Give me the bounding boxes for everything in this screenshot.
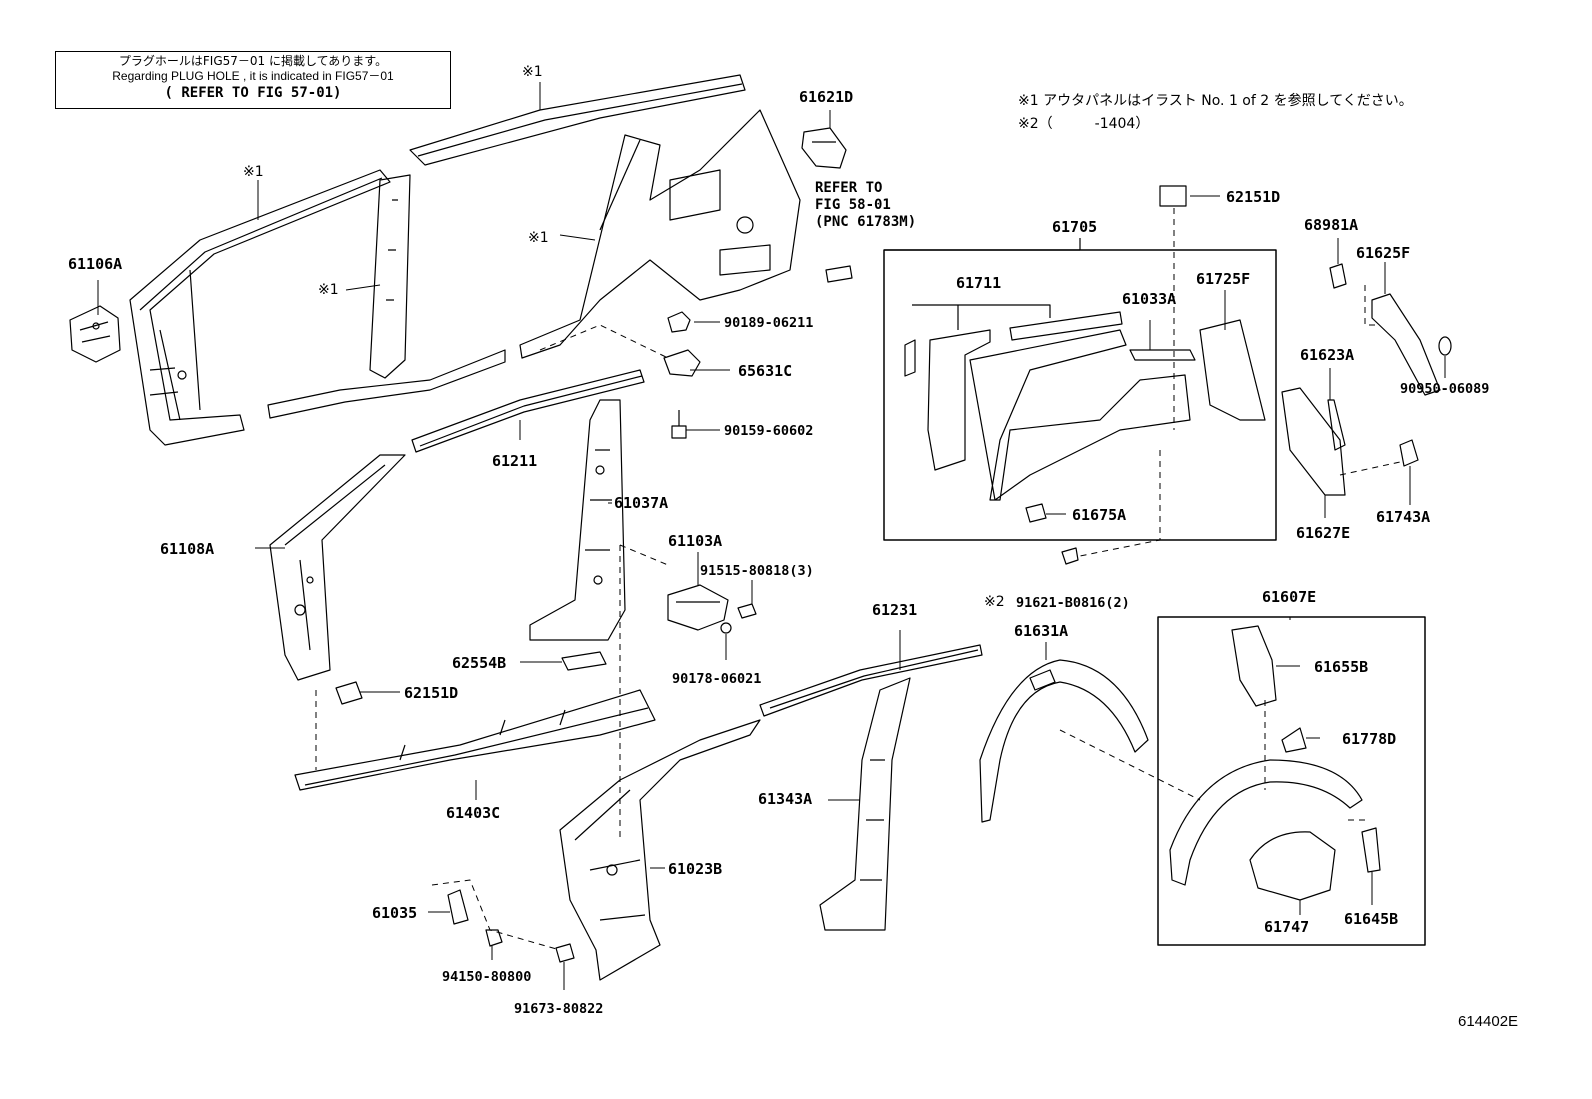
part-label-61747[interactable]: 61747 [1264,918,1310,936]
part-label-62151d[interactable]: 62151D [1226,188,1281,206]
part-label-61343a[interactable]: 61343A [758,790,813,808]
part-61403c-drawing [294,689,656,791]
part-61023b-drawing [559,719,761,981]
part-label-91621-b0816[interactable]: 91621-B0816(2) [1016,595,1130,611]
outer-panel-mark: ※1 [318,282,339,298]
right-upper-parts-drawing [1061,263,1452,565]
part-label-61035[interactable]: 61035 [372,904,418,922]
part-label-61607e[interactable]: 61607E [1262,588,1317,606]
leader-dashed-lines [315,208,1401,951]
part-label-61623a[interactable]: 61623A [1300,346,1355,364]
clip-90189-drawing [667,311,691,333]
part-label-90189-06211[interactable]: 90189-06211 [724,315,814,331]
part-center-pillar-outer-drawing [267,174,506,419]
part-quarter-outer-drawing [519,109,801,359]
part-label-61725f[interactable]: 61725F [1196,270,1251,288]
refer-line-3: (PNC 61783M) [815,214,917,230]
part-label-61675a[interactable]: 61675A [1072,506,1127,524]
outer-panel-mark: ※1 [528,230,549,246]
part-label-61627e[interactable]: 61627E [1296,524,1351,542]
box-61607e-parts-drawing [1169,625,1381,901]
label-leader-lines [97,82,1446,990]
part-label-90178-06021[interactable]: 90178-06021 [672,671,762,687]
part-61103a-drawing [667,584,757,634]
part-label-61037a[interactable]: 61037A [614,494,669,512]
figure-id: 614402E [1458,1013,1519,1030]
legend-notes: ※1 アウタパネルはイラスト No. 1 of 2 を参照してください。 ※2（ … [1018,90,1413,136]
legend-line-2: ※2（ -1404） [1018,116,1150,132]
part-label-90950-06089[interactable]: 90950-06089 [1400,381,1490,397]
part-61231-drawing [759,644,983,717]
note-line-3: ( REFER TO FIG 57-01) [164,85,342,101]
part-label-91515-80818[interactable]: 91515-80818(3) [700,563,814,579]
part-label-61625f[interactable]: 61625F [1356,244,1411,262]
part-label-68981a[interactable]: 68981A [1304,216,1359,234]
part-label-61645b[interactable]: 61645B [1344,910,1399,928]
part-label-61621d[interactable]: 61621D [799,88,854,106]
part-label-94150-80800[interactable]: 94150-80800 [442,969,532,985]
part-label-61033a[interactable]: 61033A [1122,290,1177,308]
block-62151d-drawing [335,681,363,705]
part-label-62554b[interactable]: 62554B [452,654,507,672]
bolt-91673-drawing [555,943,575,963]
bracket-65631c-drawing [663,349,701,377]
bracket-61705-label [884,238,1081,251]
range-mark: ※2 [984,594,1005,610]
part-61035-drawing [447,889,469,925]
part-label-91673-80822[interactable]: 91673-80822 [514,1001,604,1017]
block-62554b-drawing [561,651,607,671]
nut-94150-drawing [485,929,503,947]
part-61108a-drawing [269,454,406,681]
block-62151d-upper-drawing [1159,185,1187,207]
bolt-90159-drawing [671,410,687,439]
part-label-90159-60602[interactable]: 90159-60602 [724,423,814,439]
part-label-61631a[interactable]: 61631A [1014,622,1069,640]
plug-hole-note: プラグホールはFIG57－01 に掲載してあります。 Regarding PLU… [55,51,451,109]
part-61631a-drawing [979,659,1149,823]
part-label-61106a[interactable]: 61106A [68,255,123,273]
part-front-pillar-outer-drawing [129,169,391,446]
part-61037a-drawing [529,399,626,641]
part-label-61655b[interactable]: 61655B [1314,658,1369,676]
part-61211-drawing [411,369,645,453]
part-label-61103a[interactable]: 61103A [668,532,723,550]
box-61607e [1157,616,1426,946]
part-label-61743a[interactable]: 61743A [1376,508,1431,526]
part-61343a-drawing [819,677,911,931]
refer-part-drawing [825,265,853,283]
part-label-61023b[interactable]: 61023B [668,860,723,878]
part-label-61231[interactable]: 61231 [872,601,918,619]
legend-line-1: ※1 アウタパネルはイラスト No. 1 of 2 を参照してください。 [1018,93,1413,109]
part-label-61403c[interactable]: 61403C [446,804,501,822]
outer-panel-mark: ※1 [522,64,543,80]
refer-line-2: FIG 58-01 [815,197,891,213]
part-61106a-drawing [69,305,121,363]
part-label-61778d[interactable]: 61778D [1342,730,1397,748]
note-line-2: Regarding PLUG HOLE , it is indicated in… [112,69,394,83]
part-label-62151d[interactable]: 62151D [404,684,459,702]
box-61705 [883,249,1277,541]
part-roof-rail-drawing [409,74,746,166]
part-label-65631c[interactable]: 65631C [738,362,793,380]
box-61705-parts-drawing [904,304,1266,523]
part-label-61108a[interactable]: 61108A [160,540,215,558]
outer-panel-mark: ※1 [243,164,264,180]
refer-line-1: REFER TO [815,180,883,196]
note-line-1: プラグホールはFIG57－01 に掲載してあります。 [118,54,388,68]
part-label-61705[interactable]: 61705 [1052,218,1098,236]
part-label-61211[interactable]: 61211 [492,452,538,470]
part-label-61711[interactable]: 61711 [956,274,1002,292]
part-61621d-drawing [801,127,847,169]
